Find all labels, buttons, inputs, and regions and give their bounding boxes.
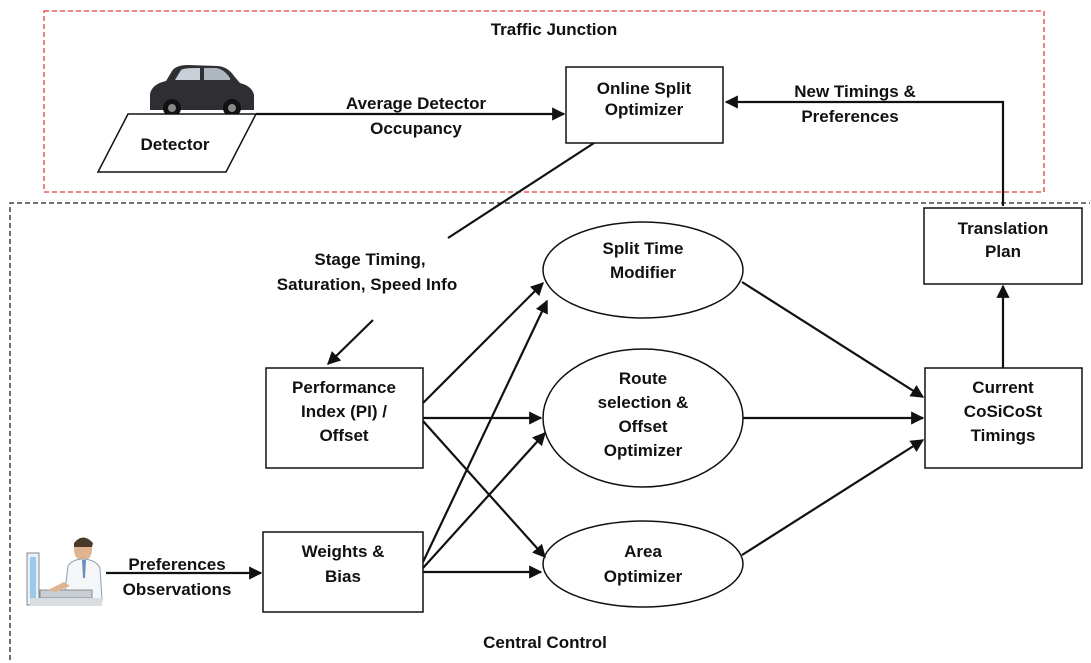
area-optimizer-line-1: Area: [624, 542, 662, 561]
split-time-modifier-ellipse: [542, 221, 744, 319]
route-selection-line-4: Optimizer: [604, 441, 683, 460]
online-split-optimizer-line-2: Optimizer: [605, 100, 684, 119]
edge-label-occupancy-line-1: Average Detector: [346, 94, 487, 113]
split-time-modifier-line-1: Split Time: [603, 239, 684, 258]
traffic-junction-label: Traffic Junction: [491, 20, 618, 39]
translation-plan-line-1: Translation: [958, 219, 1049, 238]
translation-plan-line-2: Plan: [985, 242, 1021, 261]
arrow-online-split-to-stage-timing: [447, 142, 595, 239]
arrow-weights-to-route: [422, 432, 546, 569]
edge-label-observations: Observations: [123, 580, 232, 599]
car-icon: [150, 65, 254, 117]
traffic-junction-border: [43, 10, 1045, 193]
detector-label: Detector: [141, 135, 210, 154]
edge-label-occupancy-line-2: Occupancy: [370, 119, 462, 138]
route-selection-line-2: selection &: [598, 393, 689, 412]
arrow-performance-to-split-time: [422, 282, 544, 404]
weights-bias-line-2: Bias: [325, 567, 361, 586]
edge-label-new-timings-line-2: Preferences: [801, 107, 898, 126]
edge-label-preferences: Preferences: [128, 555, 225, 574]
arrow-stage-timing-to-performance-index: [327, 319, 374, 365]
connectors: [106, 95, 1010, 580]
current-timings-line-2: CoSiCoSt: [964, 402, 1043, 421]
edge-label-stage-timing-line-2: Saturation, Speed Info: [277, 275, 457, 294]
arrow-area-to-current: [741, 439, 925, 556]
arrow-weights-to-split-time: [422, 299, 548, 563]
edge-label-stage-timing-line-1: Stage Timing,: [314, 250, 425, 269]
split-time-modifier-line-2: Modifier: [610, 263, 676, 282]
arrow-split-time-to-current: [741, 281, 925, 398]
online-split-optimizer-line-1: Online Split: [597, 79, 692, 98]
translation-plan-box: [923, 207, 1083, 285]
online-split-optimizer-box: [565, 66, 724, 144]
detector-box: [96, 113, 258, 173]
edge-label-new-timings-line-1: New Timings &: [794, 82, 916, 101]
route-selection-line-3: Offset: [618, 417, 667, 436]
arrow-performance-to-area: [422, 420, 546, 558]
weights-bias-line-1: Weights &: [302, 542, 385, 561]
current-timings-line-3: Timings: [971, 426, 1036, 445]
performance-index-line-3: Offset: [319, 426, 368, 445]
route-selection-line-1: Route: [619, 369, 667, 388]
area-optimizer-line-2: Optimizer: [604, 567, 683, 586]
arrow-translation-to-online-split: [724, 95, 1005, 206]
area-optimizer-ellipse: [542, 520, 744, 608]
current-timings-box: [924, 367, 1083, 469]
central-control-border: [9, 202, 1090, 660]
current-timings-line-1: Current: [972, 378, 1034, 397]
performance-index-line-2: Index (PI) /: [301, 402, 387, 421]
operator-at-computer-icon: [26, 537, 103, 606]
performance-index-line-1: Performance: [292, 378, 396, 397]
central-control-label: Central Control: [483, 633, 607, 652]
performance-index-box: [265, 367, 424, 469]
